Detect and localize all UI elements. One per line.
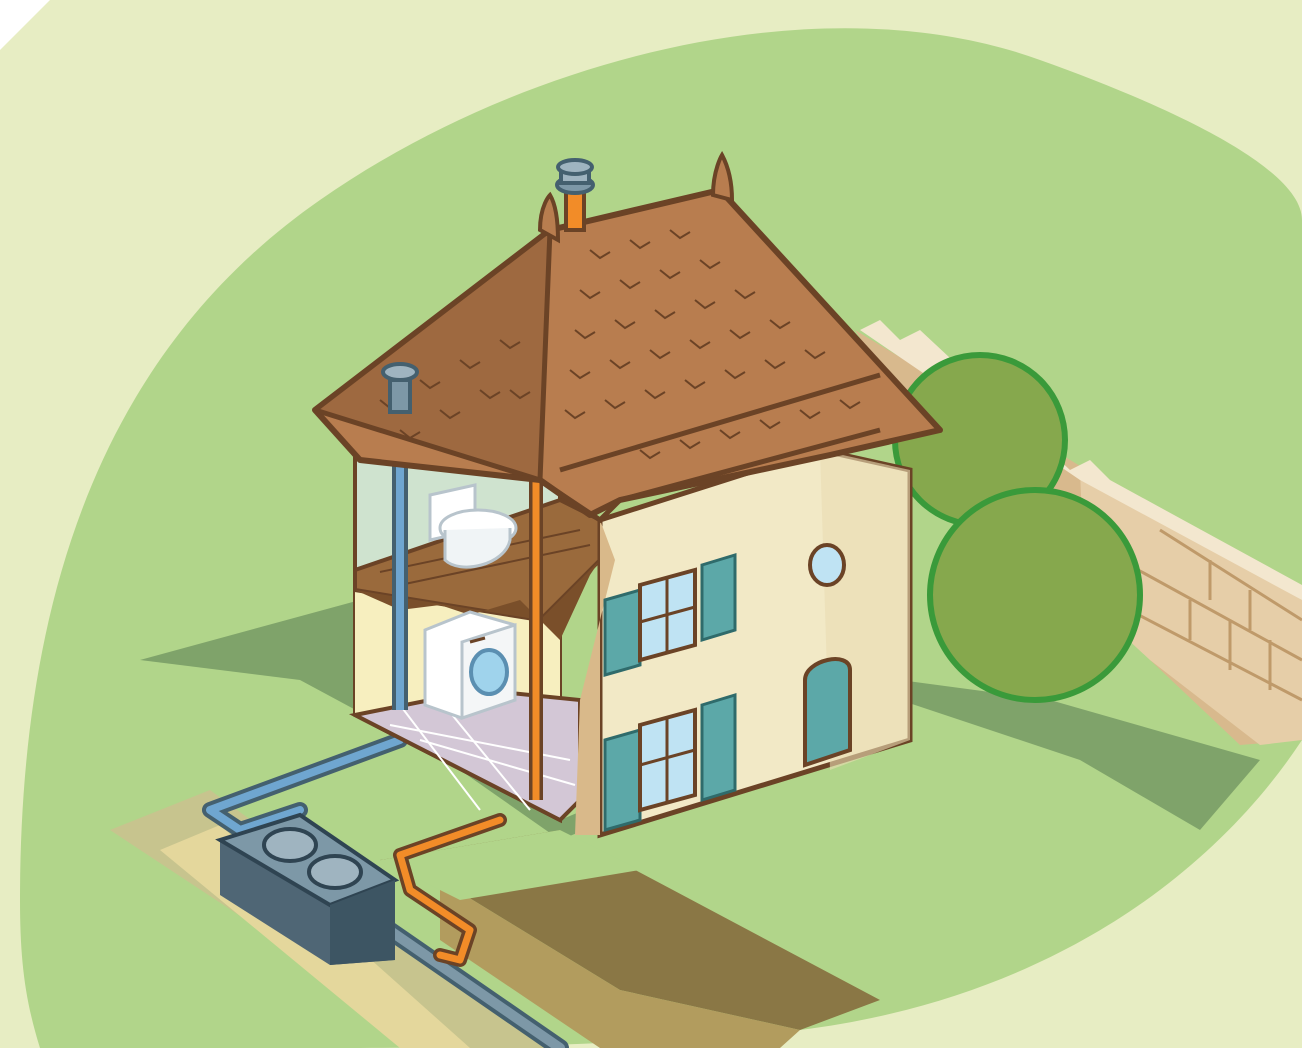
washing-machine-icon [425,612,515,718]
ventilation-chimney-icon [383,364,417,412]
